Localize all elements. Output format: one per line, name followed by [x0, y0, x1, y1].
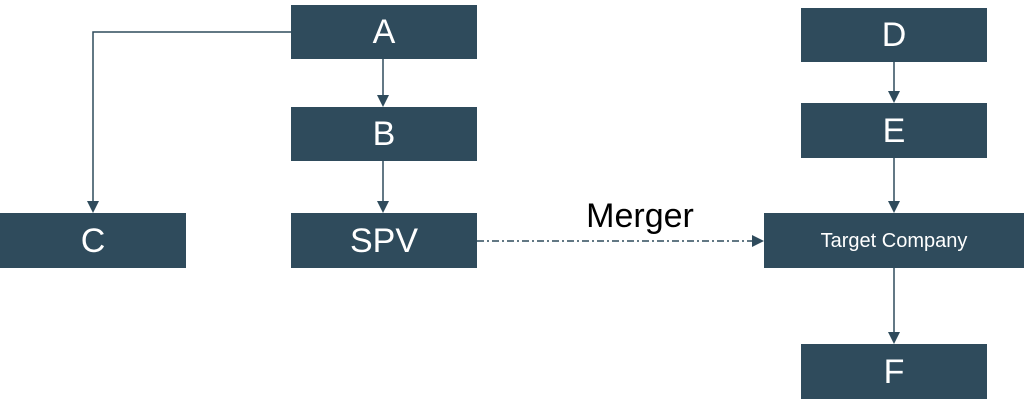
node-e: E — [801, 103, 987, 158]
node-spv: SPV — [291, 213, 477, 268]
connector-a-to-c — [87, 31, 291, 213]
node-a: A — [291, 5, 477, 59]
node-d: D — [801, 8, 987, 62]
node-b: B — [291, 107, 477, 161]
node-f: F — [801, 344, 987, 399]
node-target-company: Target Company — [764, 213, 1024, 268]
merger-label: Merger — [586, 197, 694, 235]
node-c: C — [0, 213, 186, 268]
